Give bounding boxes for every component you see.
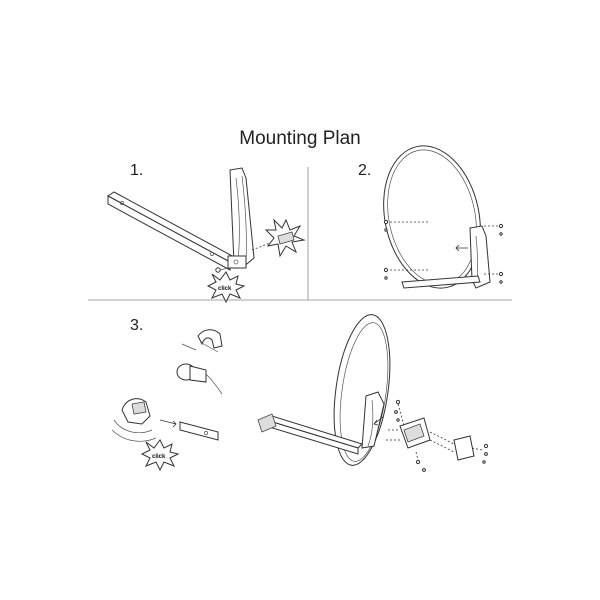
step-2-number: 2.	[358, 162, 372, 179]
step-1-click-label: click	[218, 286, 232, 292]
satellite-dish	[383, 145, 481, 289]
step-1-illustration: click	[107, 167, 306, 304]
arm-bar	[107, 191, 237, 271]
arm-end	[159, 419, 219, 441]
step-2-illustration	[383, 145, 504, 289]
starburst-icon	[264, 218, 306, 258]
screw-icon	[215, 267, 229, 273]
arm-bar	[257, 413, 363, 455]
arrow-icon	[251, 242, 271, 251]
arrow-icon	[159, 419, 177, 428]
hand-with-lnb	[111, 398, 157, 442]
arrow-icon	[373, 415, 385, 426]
click-starburst-icon: click	[140, 439, 180, 472]
lnb-unit	[257, 413, 277, 433]
bolt-icon	[394, 399, 489, 472]
click-starburst-icon: click	[206, 271, 246, 304]
step-3-number: 3.	[130, 317, 144, 334]
arrow-icon	[455, 244, 468, 252]
satellite-dish-assembled	[333, 314, 391, 466]
dish-bracket	[401, 225, 491, 289]
lnb-holder	[181, 329, 223, 353]
step-3-illustration: click	[111, 314, 489, 472]
step-1-number: 1.	[130, 162, 144, 179]
dish-bracket	[227, 167, 255, 269]
diagram-title: Mounting Plan	[239, 128, 361, 149]
step-3-click-label: click	[152, 454, 166, 460]
lnb-unit	[176, 363, 223, 395]
wall-mount-bracket	[386, 417, 475, 461]
bolt-icon	[383, 219, 504, 284]
